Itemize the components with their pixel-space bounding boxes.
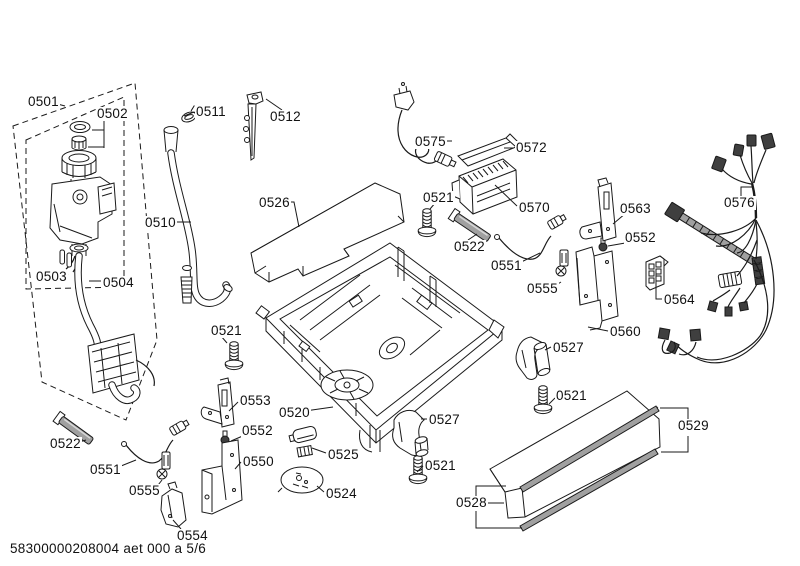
part-0512-drawing (243, 91, 264, 161)
part-0560-bracket-drawing (575, 246, 619, 331)
part-0522-rod-left (52, 410, 94, 445)
part-0525-drawing (288, 425, 317, 458)
part-0553-bracket-drawing (200, 377, 235, 428)
part-0527-wedge-center (392, 409, 429, 457)
dashed-group-boxes (12, 82, 158, 421)
document-code: 58300000208004 aet 000 a 5/6 (8, 541, 209, 556)
part-0570-module-drawing (451, 158, 518, 215)
part-0529-strip-lower (519, 448, 659, 532)
part-0520-base-drawing (255, 242, 505, 453)
part-0510-hose-drawing (163, 105, 233, 307)
part-0527-wedge-right (515, 336, 551, 380)
part-0563-bracket-drawing (579, 177, 617, 242)
part-0521-screw-right (533, 385, 553, 415)
part-0524-disc-drawing (277, 466, 324, 494)
part-0555-latch-left (156, 451, 171, 480)
part-0521-screw-top (417, 208, 437, 238)
part-0555-latch-right (555, 249, 569, 277)
part-0554-bracket-drawing (160, 481, 187, 528)
part-0504-hose-bracket-drawing (74, 252, 155, 404)
part-0552-stud-right (598, 237, 608, 252)
part-0521-screw-center (408, 455, 428, 485)
part-0501-valve-drawing (49, 121, 117, 273)
part-0551-cable-left (121, 419, 190, 464)
part-0529-strip-upper (519, 405, 660, 493)
part-0521-screw-left (224, 341, 244, 371)
part-0575-cord-drawing (393, 82, 457, 168)
part-0551-cable-right (494, 214, 567, 260)
part-0522-rod-right (447, 207, 491, 242)
part-0576-harness-drawing (657, 132, 776, 364)
part-0526-panel-drawing (250, 182, 405, 283)
part-0550-bracket-drawing (201, 439, 243, 515)
part-0564-connector-block (645, 255, 669, 291)
part-0572-strip-drawing (457, 133, 519, 167)
part-0528-plinth-drawing (489, 390, 661, 532)
